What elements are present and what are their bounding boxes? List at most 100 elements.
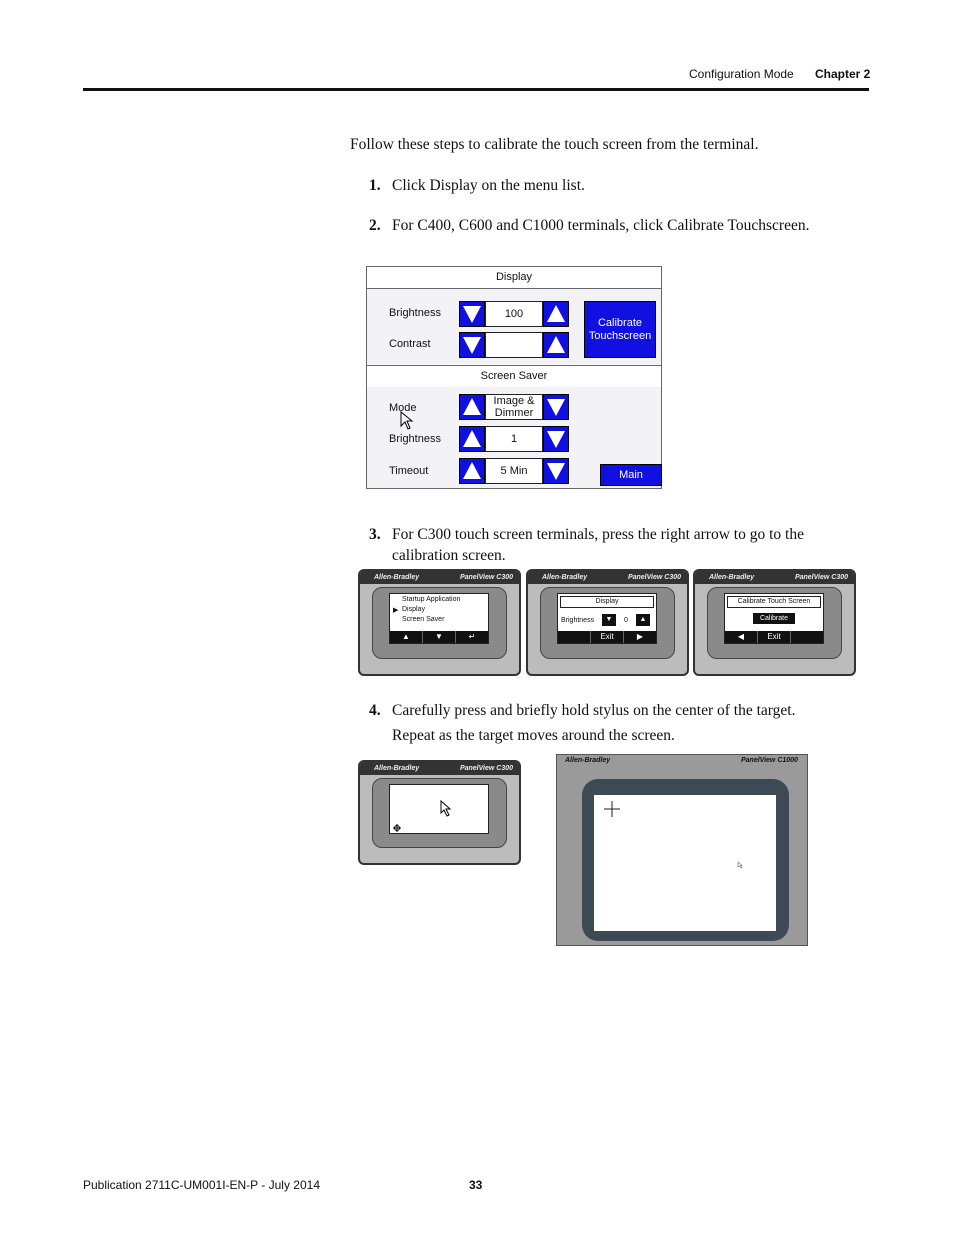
arrow-down-icon [547,399,565,416]
brand-label: Allen-Bradley [709,574,755,581]
calibrate-screen-title: Calibrate Touch Screen [727,596,821,608]
ss-brightness-value: 1 [485,426,543,452]
brand-label: Allen-Bradley [374,574,420,581]
key-bar: Exit ▶ [558,631,656,643]
arrow-up-icon [463,398,481,415]
device-screen: Calibrate Touch Screen Calibrate ◀ Exit [724,593,824,644]
mode-down-button[interactable] [543,394,569,420]
target-icon[interactable] [393,824,401,832]
mouse-cursor-icon [440,800,452,817]
right-arrow-icon[interactable]: ▶ [623,631,656,643]
timeout-label: Timeout [389,465,429,477]
step-4-number: 4. [369,702,381,719]
model-label: PanelView C300 [459,765,513,772]
contrast-up-button[interactable] [543,332,569,358]
device-top-bar: Allen-Bradley PanelView C300 [695,571,854,584]
exit-key[interactable]: Exit [590,631,623,643]
timeout-down-button[interactable] [543,458,569,484]
device-top-bar: Allen-Bradley PanelView C1000 [557,755,807,767]
exit-key[interactable]: Exit [757,631,790,643]
step-2-text: For C400, C600 and C1000 terminals, clic… [392,217,810,234]
c300-brightness-label: Brightness [561,617,595,624]
menu-item-startup[interactable]: Startup Application [402,596,461,603]
header-chapter: Chapter 2 [815,67,871,81]
calibrate-button[interactable]: Calibrate [753,613,795,624]
contrast-down-button[interactable] [459,332,485,358]
arrow-down-icon [463,306,481,323]
mode-label: Mode [389,402,417,414]
calibrate-label-line1: Calibrate [597,316,643,329]
ss-brightness-up-button[interactable] [459,426,485,452]
step-4-text-line1: Carefully press and briefly hold stylus … [392,702,796,719]
contrast-value [485,332,543,358]
step-3-text-line1: For C300 touch screen terminals, press t… [392,526,804,543]
enter-icon[interactable]: ↵ [455,631,488,643]
display-screen: Display Brightness Contrast 100 Calibrat… [366,266,662,489]
timeout-up-button[interactable] [459,458,485,484]
screen-saver-title: Screen Saver [367,365,661,388]
step-4-text-line2: Repeat as the target moves around the sc… [392,727,675,744]
model-label: PanelView C300 [459,574,513,581]
c300-brightness-value: 0 [624,617,628,624]
brightness-up-icon[interactable]: ▲ [636,614,650,626]
c300-device-target: Allen-Bradley PanelView C300 [358,760,521,865]
up-arrow-icon[interactable]: ▲ [402,632,410,641]
brightness-down-button[interactable] [459,301,485,327]
ss-brightness-down-button[interactable] [543,426,569,452]
brand-label: Allen-Bradley [542,574,588,581]
c1000-device-target: Allen-Bradley PanelView C1000 [556,754,808,946]
brand-label: Allen-Bradley [565,757,611,764]
device-top-bar: Allen-Bradley PanelView C300 [360,571,519,584]
model-label: PanelView C300 [794,574,848,581]
blank-key[interactable] [790,631,823,643]
display-screen-title: Display [560,596,654,608]
footer-page-number: 33 [469,1178,483,1192]
device-screen [389,784,489,834]
display-title: Display [367,267,661,289]
mode-value: Image & Dimmer [485,394,543,420]
menu-item-display[interactable]: Display [402,606,425,613]
mode-value-line2: Dimmer [494,407,534,419]
device-screen: Display Brightness ▼ 0 ▲ Exit ▶ [557,593,657,644]
menu-pointer-icon: ▶ [393,607,399,614]
blank-key[interactable] [558,631,590,643]
device-screen [594,795,776,931]
c300-device-display: Allen-Bradley PanelView C300 Display Bri… [526,569,689,676]
step-3-text-line2: calibration screen. [392,547,506,564]
mode-value-line1: Image & [493,395,535,407]
mouse-cursor-icon [400,411,414,430]
device-top-bar: Allen-Bradley PanelView C300 [528,571,687,584]
step-3-number: 3. [369,526,381,543]
brightness-value: 100 [485,301,543,327]
contrast-label: Contrast [389,338,431,350]
header-rule [83,88,869,91]
c300-device-calibrate: Allen-Bradley PanelView C300 Calibrate T… [693,569,856,676]
mode-up-button[interactable] [459,394,485,420]
c300-device-menu: Allen-Bradley PanelView C300 Startup App… [358,569,521,676]
calibrate-label-line2: Touchscreen [588,329,652,342]
device-screen: Startup Application ▶ Display Screen Sav… [389,593,489,644]
arrow-down-icon [547,431,565,448]
brightness-down-icon[interactable]: ▼ [602,614,616,626]
step-1-text: Click Display on the menu list. [392,177,585,194]
down-arrow-icon[interactable]: ▼ [422,631,455,643]
key-bar: ◀ Exit [725,631,823,643]
calibrate-touchscreen-button[interactable]: Calibrate Touchscreen [584,301,656,358]
main-button[interactable]: Main [600,464,662,486]
intro-text: Follow these steps to calibrate the touc… [350,136,759,153]
arrow-down-icon [463,337,481,354]
arrow-up-icon [547,305,565,322]
brand-label: Allen-Bradley [374,765,420,772]
model-label: PanelView C1000 [741,757,798,764]
arrow-up-icon [463,430,481,447]
left-arrow-icon[interactable]: ◀ [737,632,745,641]
arrow-up-icon [547,336,565,353]
menu-item-screen-saver[interactable]: Screen Saver [402,616,445,623]
footer-publication: Publication 2711C-UM001I-EN-P - July 201… [83,1178,321,1192]
key-bar: ▲ ▼ ↵ [390,631,488,643]
arrow-down-icon [547,463,565,480]
crosshair-target-icon[interactable] [604,801,620,817]
timeout-value: 5 Min [485,458,543,484]
brightness-up-button[interactable] [543,301,569,327]
device-top-bar: Allen-Bradley PanelView C300 [360,762,519,775]
